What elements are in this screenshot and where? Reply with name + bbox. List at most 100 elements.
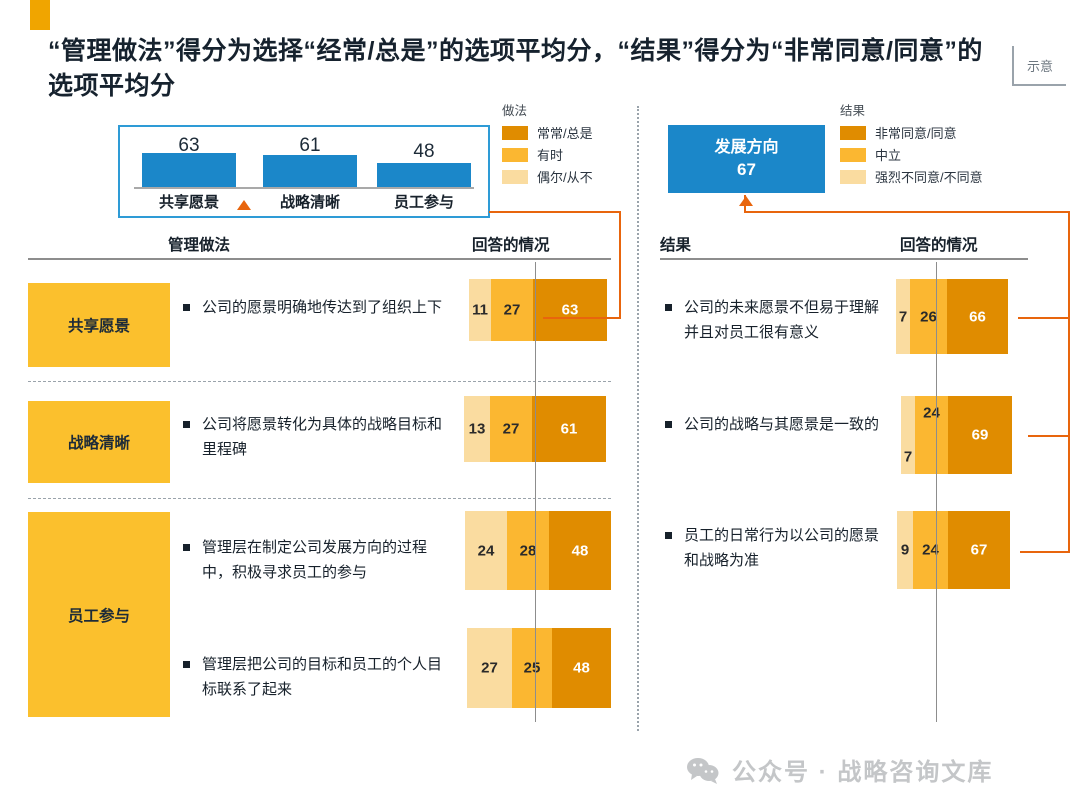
stacked-bar-row: 7 26 66 <box>896 279 1008 354</box>
bar-value: 66 <box>969 308 986 325</box>
page-title: “管理做法”得分为选择“经常/总是”的选项平均分，“结果”得分为“非常同意/同意… <box>48 37 983 100</box>
legend-swatch-light <box>840 169 866 184</box>
bar-value: 28 <box>519 542 537 559</box>
category-block-employee-involvement: 员工参与 <box>28 512 170 717</box>
bar-segment-light: 11 <box>469 279 491 341</box>
legend-item: 有时 <box>502 145 593 164</box>
bar-value: 27 <box>503 301 521 319</box>
category-label: 员工参与 <box>67 607 130 625</box>
mini-bar <box>142 153 236 187</box>
bar-value: 25 <box>523 659 541 677</box>
bar-value: 48 <box>571 542 589 559</box>
connector-right-v-stub <box>744 195 746 213</box>
legend-label: 有时 <box>537 148 564 163</box>
category-label: 共享愿景 <box>67 318 130 335</box>
stacked-bar-row: 13 27 61 <box>464 396 606 462</box>
statement-row: 管理层把公司的目标和员工的个人目标联系了起来 <box>183 652 451 702</box>
bullet-icon <box>665 304 672 311</box>
chart-axis-line <box>134 187 474 189</box>
bullet-icon <box>665 532 672 539</box>
legend-practices-title: 做法 <box>502 104 528 118</box>
statement-text: 公司将愿景转化为具体的战略目标和里程碑 <box>202 416 443 458</box>
left-axis-tick <box>535 262 536 722</box>
bar-segment-dark: 66 <box>947 279 1008 354</box>
bar-value: 9 <box>900 541 910 559</box>
bar-segment-dark: 48 <box>549 511 611 590</box>
legend-label: 非常同意/同意 <box>875 126 957 141</box>
bullet-icon <box>183 304 190 311</box>
legend-swatch-mid <box>840 147 866 162</box>
bar-value: 48 <box>573 659 590 677</box>
mini-bar-category: 共享愿景 <box>158 194 219 211</box>
legend-label: 常常/总是 <box>537 126 593 141</box>
bar-segment-light: 27 <box>467 628 512 708</box>
section-divider <box>637 106 639 731</box>
bar-value: 67 <box>970 541 988 559</box>
row-separator <box>28 498 611 499</box>
connector-left-h-top <box>489 211 621 213</box>
statement-row: 员工的日常行为以公司的愿景和战略为准 <box>665 523 880 573</box>
left-col-header-category: 管理做法 <box>168 237 231 254</box>
bar-segment-mid: 25 <box>512 628 552 708</box>
mini-bar-value: 48 <box>413 141 435 162</box>
legend-swatch-light <box>502 169 528 184</box>
statement-text: 管理层把公司的目标和员工的个人目标联系了起来 <box>202 656 443 698</box>
stacked-bar-row: 27 25 48 <box>467 628 611 708</box>
legend-item: 常常/总是 <box>502 123 593 142</box>
legend-outcomes: 结果 非常同意/同意 中立 强烈不同意/不同意 <box>840 100 983 189</box>
statement-text: 公司的战略与其愿景是一致的 <box>684 416 880 433</box>
bar-segment-light: 13 <box>464 396 490 462</box>
statement-row: 公司将愿景转化为具体的战略目标和里程碑 <box>183 412 448 462</box>
right-col-header-category: 结果 <box>660 237 692 254</box>
watermark: 公众号 · 战略咨询文库 <box>686 752 993 787</box>
bar-segment-dark: 61 <box>532 396 606 462</box>
bar-segment-light: 7 <box>896 279 910 354</box>
bar-segment-light: 9 <box>897 511 913 589</box>
kpi-up-arrow-icon <box>739 196 753 206</box>
bullet-icon <box>183 421 190 428</box>
legend-label: 偶尔/从不 <box>537 170 593 185</box>
bullet-icon <box>183 661 190 668</box>
accent-bar <box>30 0 50 30</box>
legend-swatch-mid <box>502 147 528 162</box>
bar-value: 13 <box>468 420 486 438</box>
bar-value: 7 <box>903 448 913 466</box>
watermark-text: 公众号 · 战略咨询文库 <box>732 759 994 786</box>
connector-right-h1 <box>1018 317 1070 319</box>
connector-right-h-top <box>744 211 1070 213</box>
legend-label: 中立 <box>875 148 902 163</box>
bar-segment-mid: 28 <box>507 511 549 590</box>
bar-value: 63 <box>561 301 579 319</box>
legend-practices: 做法 常常/总是 有时 偶尔/从不 <box>502 100 593 189</box>
statement-row: 公司的战略与其愿景是一致的 <box>665 412 880 437</box>
statement-row: 管理层在制定公司发展方向的过程中，积极寻求员工的参与 <box>183 535 451 585</box>
mini-bar <box>263 155 357 187</box>
bar-segment-light: 24 <box>465 511 507 590</box>
category-block-shared-vision: 共享愿景 <box>28 283 170 367</box>
statement-row: 公司的愿景明确地传达到了组织上下 <box>183 295 448 320</box>
bar-segment-light: 7 <box>901 396 915 474</box>
bar-segment-mid: 26 <box>910 279 947 354</box>
bar-segment-mid: 24 <box>913 511 948 589</box>
mini-bar-category: 战略清晰 <box>279 194 340 211</box>
bar-segment-dark: 67 <box>948 511 1010 589</box>
mini-bar-category: 员工参与 <box>393 194 454 211</box>
legend-item: 非常同意/同意 <box>840 123 983 142</box>
legend-outcomes-title: 结果 <box>840 104 866 118</box>
right-axis-tick <box>936 262 937 722</box>
stacked-bar-row: 7 24 69 <box>901 396 1012 474</box>
legend-swatch-dark <box>502 125 528 140</box>
legend-item: 偶尔/从不 <box>502 167 593 186</box>
bullet-icon <box>183 544 190 551</box>
stacked-bar-row: 9 24 67 <box>897 511 1010 589</box>
kpi-value: 67 <box>737 160 756 179</box>
statement-text: 管理层在制定公司发展方向的过程中，积极寻求员工的参与 <box>202 539 428 581</box>
mini-bar <box>377 163 471 187</box>
statement-text: 员工的日常行为以公司的愿景和战略为准 <box>684 527 880 569</box>
bar-segment-dark: 63 <box>533 279 607 341</box>
bar-segment-dark: 69 <box>948 396 1012 474</box>
statement-row: 公司的未来愿景不但易于理解并且对员工很有意义 <box>665 295 880 345</box>
stacked-bar-row: 11 27 63 <box>469 279 607 341</box>
statement-text: 公司的愿景明确地传达到了组织上下 <box>202 299 443 316</box>
